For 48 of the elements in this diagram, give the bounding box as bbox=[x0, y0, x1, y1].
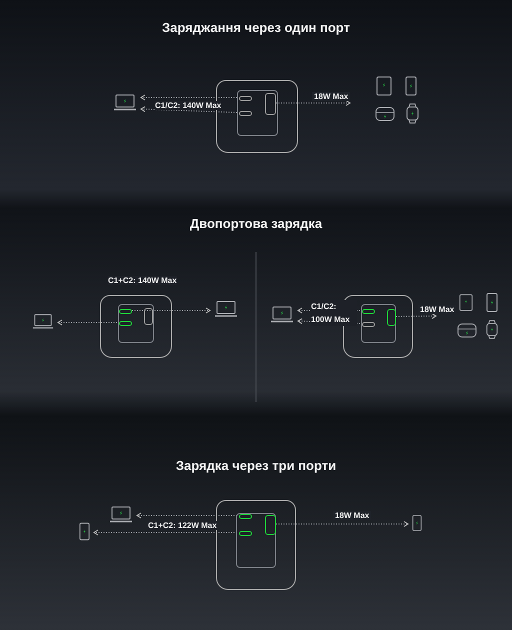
tablet-icon bbox=[459, 293, 473, 312]
usb-c-port bbox=[119, 321, 132, 326]
usb-a-port bbox=[265, 515, 276, 535]
phone-icon bbox=[412, 513, 422, 533]
laptop-icon bbox=[32, 313, 54, 330]
dotted-arrow bbox=[58, 320, 118, 326]
phone-icon bbox=[405, 76, 417, 96]
laptop-icon bbox=[113, 94, 137, 111]
usb-a-port bbox=[387, 309, 396, 326]
usb-a-port bbox=[144, 308, 153, 325]
dotted-arrow bbox=[140, 106, 238, 113]
dotted-arrow bbox=[94, 530, 238, 536]
charger-drawing bbox=[100, 295, 172, 358]
usb-a-port bbox=[265, 93, 276, 115]
dotted-arrow bbox=[396, 313, 436, 320]
watch-icon bbox=[405, 103, 420, 124]
phone-icon bbox=[79, 521, 90, 542]
usb-c-port bbox=[239, 531, 252, 536]
usb-c-port bbox=[362, 322, 375, 327]
earbuds-case-icon bbox=[375, 105, 395, 122]
tablet-icon bbox=[376, 76, 392, 96]
power-label: C1/C2: 140W Max bbox=[155, 101, 222, 110]
dotted-arrow bbox=[276, 100, 350, 106]
usb-c-port bbox=[119, 309, 132, 314]
edge-label: 18W Max bbox=[333, 511, 372, 520]
usb-c-port bbox=[239, 514, 252, 519]
power-label: C1+C2: 140W Max bbox=[108, 276, 177, 285]
power-label: C1/C2: 100W Max bbox=[311, 300, 357, 326]
usb-c-port bbox=[362, 309, 375, 314]
usb-c-port bbox=[239, 96, 252, 101]
section-heading: Двопортова зарядка bbox=[188, 216, 324, 231]
phone-icon bbox=[486, 292, 498, 313]
section-heading: Зарядка через три порти bbox=[174, 458, 338, 473]
dotted-arrow bbox=[276, 521, 408, 527]
dotted-arrow bbox=[136, 512, 238, 518]
laptop-icon bbox=[214, 300, 238, 318]
laptop-icon bbox=[270, 306, 294, 323]
edge-label: 18W Max bbox=[418, 305, 456, 314]
section-heading: Заряджання через один порт bbox=[161, 20, 351, 35]
earbuds-case-icon bbox=[457, 322, 477, 338]
charger-drawing bbox=[216, 500, 296, 590]
watch-icon bbox=[485, 319, 499, 340]
usb-c-port bbox=[239, 111, 252, 116]
edge-label: 18W Max bbox=[312, 92, 350, 101]
dotted-arrow bbox=[132, 308, 210, 314]
laptop-icon bbox=[109, 506, 133, 523]
dotted-arrow bbox=[140, 94, 238, 100]
power-label: C1+C2: 122W Max bbox=[148, 521, 217, 530]
